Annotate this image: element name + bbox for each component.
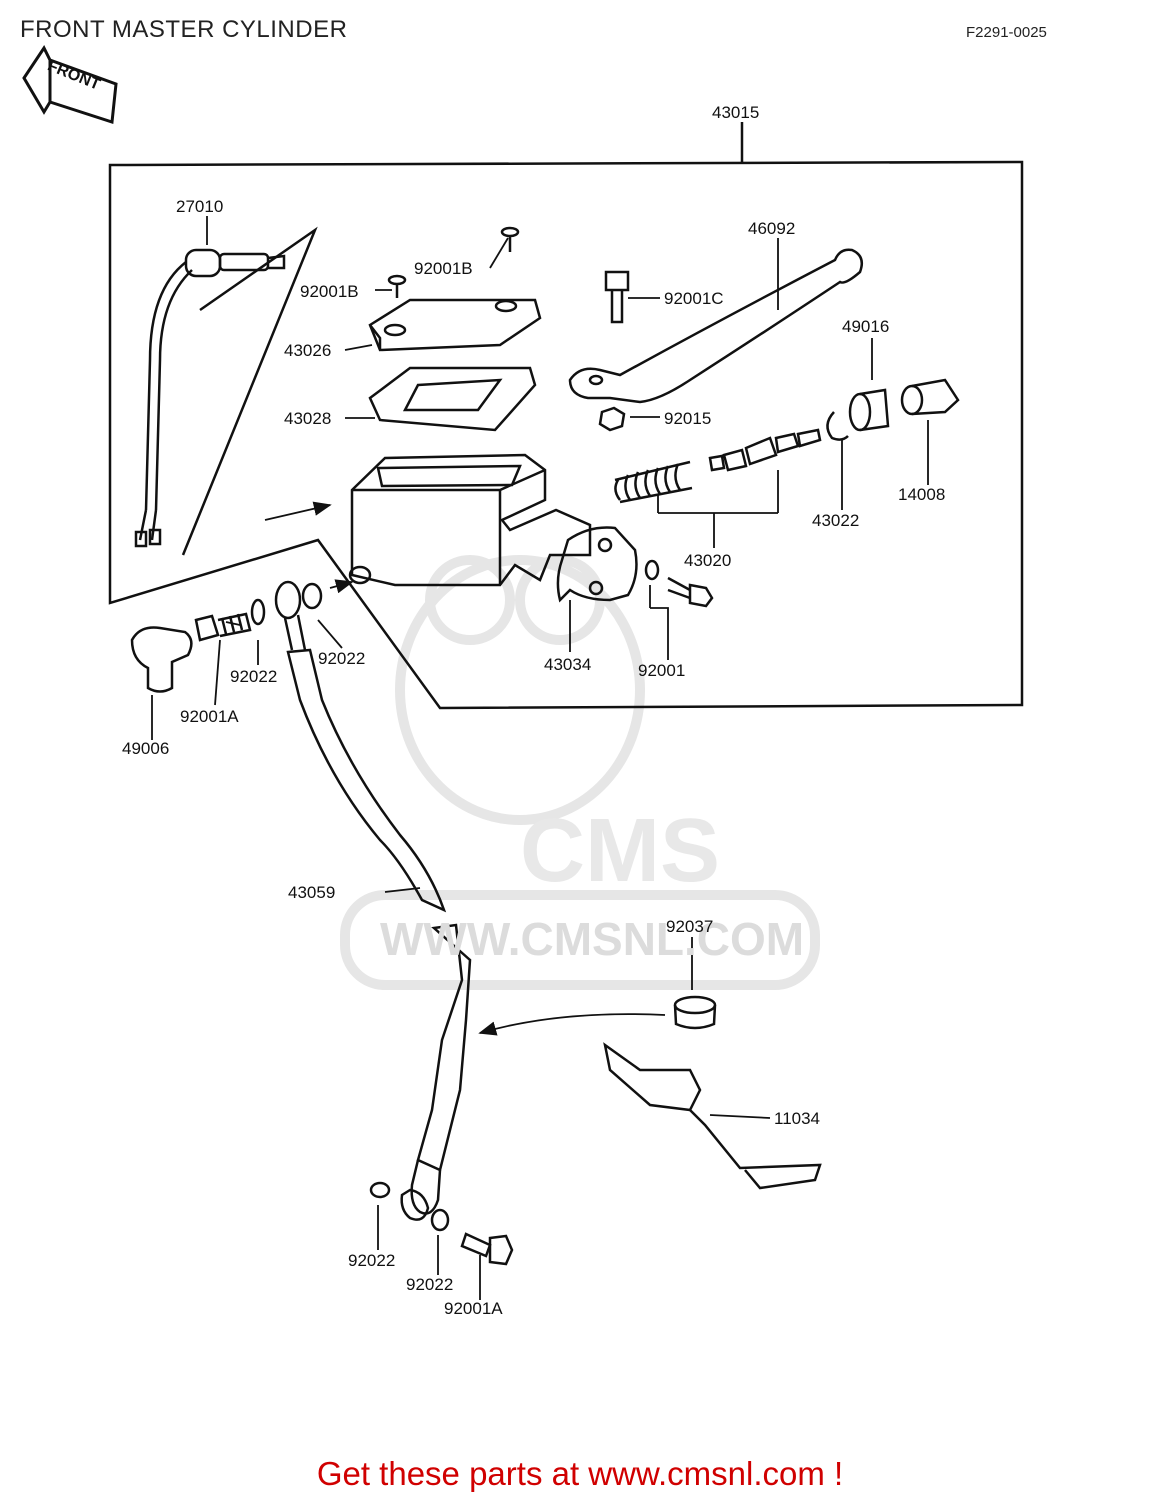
reservoir-diaphragm bbox=[368, 366, 537, 432]
part-label: 92001A bbox=[444, 1299, 503, 1318]
lever-pivot-bolt bbox=[604, 270, 630, 324]
part-label: 43059 bbox=[288, 883, 336, 902]
part-label: 43026 bbox=[284, 341, 332, 360]
part-label: 92001C bbox=[664, 289, 724, 308]
part-label: 27010 bbox=[176, 197, 224, 216]
hose-grommet bbox=[673, 995, 717, 1030]
part-label: 92022 bbox=[230, 667, 278, 686]
lever-pivot-nut bbox=[598, 406, 626, 432]
brake-light-switch bbox=[134, 248, 286, 548]
lower-washers bbox=[369, 1181, 450, 1232]
diagram-title: FRONT MASTER CYLINDER bbox=[20, 16, 348, 43]
part-label: 43022 bbox=[812, 511, 860, 530]
circlip bbox=[826, 411, 849, 441]
part-label: 46092 bbox=[748, 219, 796, 238]
assembly-outline bbox=[108, 122, 1024, 710]
cap-screws bbox=[387, 226, 520, 298]
dust-boot bbox=[848, 388, 890, 432]
front-arrow-icon bbox=[22, 45, 118, 124]
part-label: 92037 bbox=[666, 917, 714, 936]
part-label: 43028 bbox=[284, 409, 332, 428]
part-label: 43034 bbox=[544, 655, 592, 674]
leader-lines bbox=[151, 216, 929, 1300]
handlebar-clamp bbox=[556, 526, 638, 603]
part-label: 14008 bbox=[898, 485, 946, 504]
direction-arrows bbox=[264, 501, 666, 1036]
banjo-bolt-upper bbox=[194, 612, 252, 642]
upper-washers bbox=[250, 582, 323, 626]
brake-hose bbox=[274, 580, 472, 1221]
clamp-bolt bbox=[644, 559, 714, 608]
part-label: 49006 bbox=[122, 739, 170, 758]
part-label: 92001B bbox=[414, 259, 473, 278]
part-label: 92022 bbox=[348, 1251, 396, 1270]
part-label: 92022 bbox=[406, 1275, 454, 1294]
part-label: 92022 bbox=[318, 649, 366, 668]
pushrod-guide bbox=[900, 378, 960, 416]
part-label: 11034 bbox=[774, 1109, 821, 1128]
master-cylinder-body bbox=[348, 453, 592, 587]
piston-spring bbox=[614, 460, 693, 504]
part-label: 92001B bbox=[300, 282, 359, 301]
watermark-brand: CMS bbox=[520, 801, 720, 901]
part-label: 49016 bbox=[842, 317, 890, 336]
part-label: 43020 bbox=[684, 551, 732, 570]
part-label: 92001A bbox=[180, 707, 239, 726]
piston bbox=[708, 428, 822, 472]
banjo-bolt-lower bbox=[460, 1232, 514, 1266]
bleeder-cap bbox=[130, 626, 193, 693]
part-label: 92001 bbox=[638, 661, 686, 680]
watermark-url: WWW.CMSNL.COM bbox=[380, 913, 805, 965]
hose-bracket bbox=[603, 1042, 822, 1190]
footer-link-text[interactable]: Get these parts at www.cmsnl.com ! bbox=[316, 1455, 844, 1492]
reservoir-cap bbox=[368, 298, 542, 352]
part-label: 43015 bbox=[712, 103, 760, 122]
diagram-code: F2291-0025 bbox=[966, 24, 1047, 41]
part-label: 92015 bbox=[664, 409, 712, 428]
brake-lever bbox=[568, 248, 863, 404]
